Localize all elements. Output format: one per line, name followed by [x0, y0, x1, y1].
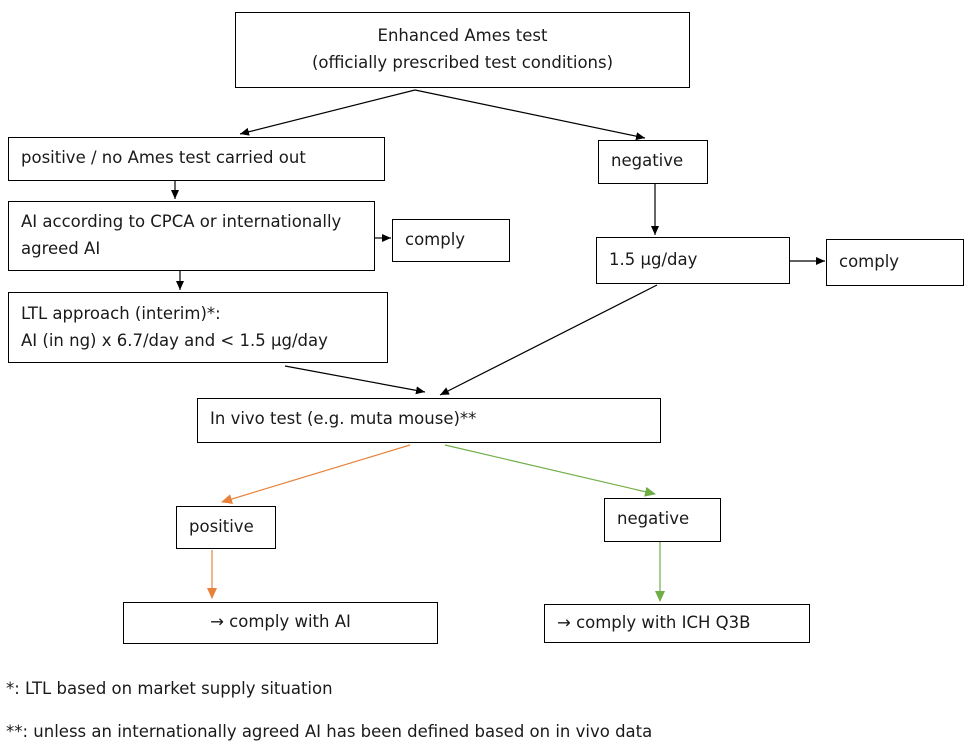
result-negative-box: → comply with ICH Q3B — [544, 604, 810, 643]
positive-no-ames-label: positive / no Ames test carried out — [21, 148, 306, 167]
negative-label: negative — [611, 151, 684, 170]
comply-right-box: comply — [826, 239, 964, 286]
arrow-invivo-to-positive — [221, 444, 411, 504]
dose-label: 1.5 µg/day — [609, 250, 698, 269]
comply-left-box: comply — [392, 219, 510, 262]
in-vivo-positive-label: positive — [189, 517, 254, 536]
comply-left-label: comply — [405, 230, 466, 249]
ai-according-line2: agreed AI — [21, 239, 101, 258]
negative-box: negative — [598, 140, 708, 184]
result-positive-label: → comply with AI — [210, 612, 351, 631]
ltl-approach-line2: AI (in ng) x 6.7/day and < 1.5 µg/day — [21, 331, 328, 350]
arrow-ltl-to-invivo — [284, 365, 426, 395]
in-vivo-negative-label: negative — [617, 509, 690, 528]
ai-according-box: AI according to CPCA or internationally … — [8, 201, 375, 271]
in-vivo-test-label: In vivo test (e.g. muta mouse)** — [210, 409, 477, 428]
result-positive-box: → comply with AI — [123, 602, 438, 644]
in-vivo-positive-box: positive — [176, 506, 276, 549]
in-vivo-test-box: In vivo test (e.g. muta mouse)** — [197, 398, 661, 443]
dose-box: 1.5 µg/day — [596, 237, 790, 284]
result-negative-label: → comply with ICH Q3B — [557, 613, 751, 632]
ltl-approach-line1: LTL approach (interim)*: — [21, 304, 221, 323]
in-vivo-negative-box: negative — [604, 498, 721, 542]
enhanced-ames-test-subtitle: (officially prescribed test conditions) — [311, 53, 614, 72]
arrow-dose-to-invivo — [439, 284, 658, 396]
arrow-invivo-to-negative — [444, 444, 656, 497]
arrow-top-to-positive — [239, 89, 416, 136]
enhanced-ames-test-box: Enhanced Ames test (officially prescribe… — [235, 12, 690, 88]
footnote-ltl: *: LTL based on market supply situation — [6, 679, 333, 698]
ai-according-line1: AI according to CPCA or internationally — [21, 212, 342, 231]
ltl-approach-box: LTL approach (interim)*: AI (in ng) x 6.… — [8, 292, 388, 363]
positive-no-ames-box: positive / no Ames test carried out — [8, 137, 385, 181]
enhanced-ames-test-title: Enhanced Ames test — [377, 26, 548, 45]
comply-right-label: comply — [839, 252, 900, 271]
arrow-top-to-negative — [414, 89, 646, 141]
footnote-in-vivo: **: unless an internationally agreed AI … — [6, 722, 653, 741]
